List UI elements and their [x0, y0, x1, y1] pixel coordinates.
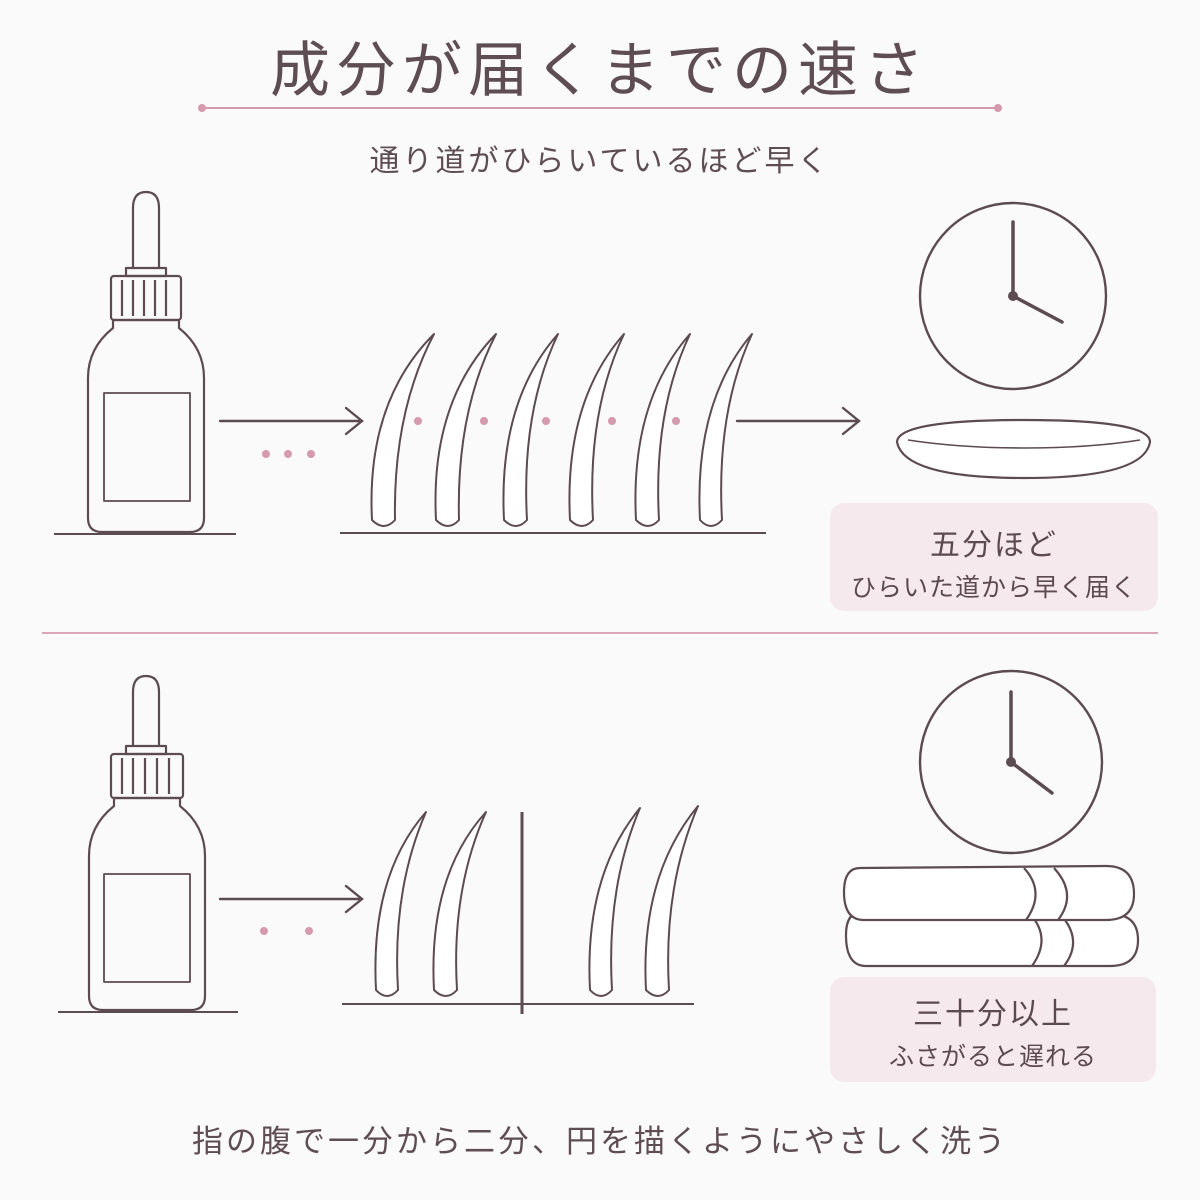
dropper-bottle-icon: [87, 674, 207, 1012]
result-description: ふさがると遅れる: [888, 1042, 1097, 1071]
arrow-right-icon: [218, 884, 364, 914]
flow-dots: [260, 927, 313, 935]
time-label: 三十分以上: [913, 997, 1073, 1032]
clock-icon: [918, 669, 1104, 855]
hair-strand-icon: [374, 805, 699, 997]
flow-dots: [414, 417, 680, 425]
result-box-slow: 三十分以上 ふさがると遅れる: [830, 977, 1156, 1082]
flow-dots: [262, 450, 315, 458]
title-divider: [198, 104, 1002, 112]
arrow-right-icon: [735, 406, 861, 436]
page-title: 成分が届くまでの速さ: [270, 36, 930, 106]
dish-icon: [895, 418, 1152, 480]
result-description: ひらいた道から早く届く: [850, 573, 1137, 602]
footer-instruction: 指の腹で一分から二分、円を描くようにやさしく洗う: [192, 1124, 1008, 1160]
time-label: 五分ほど: [930, 528, 1058, 563]
arrow-right-icon: [218, 406, 364, 436]
hair-strand-icon: [370, 333, 753, 527]
towel-icon: [842, 864, 1140, 968]
result-box-fast: 五分ほど ひらいた道から早く届く: [830, 503, 1158, 611]
page-subtitle: 通り道がひらいているほど早く: [369, 144, 831, 179]
clock-icon: [918, 201, 1108, 391]
dropper-bottle-icon: [86, 190, 206, 534]
